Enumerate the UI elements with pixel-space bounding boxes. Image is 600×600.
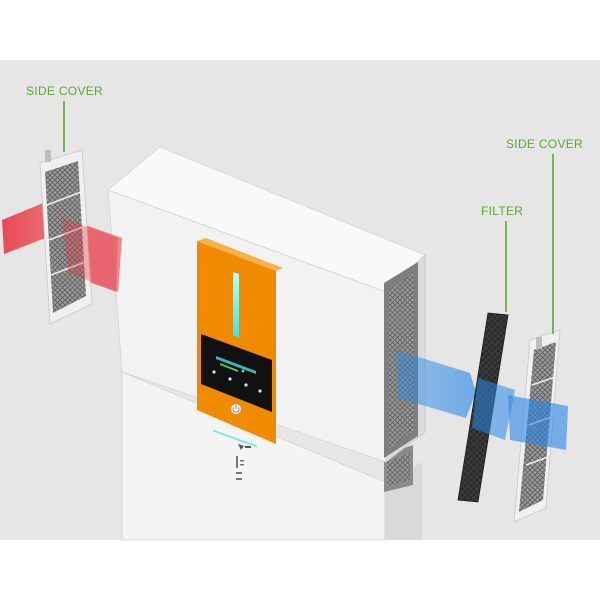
side-cover-left	[39, 149, 93, 325]
lcd-display	[201, 334, 272, 412]
cover-latch	[536, 337, 542, 349]
battery-status-indicators	[236, 456, 244, 480]
airflow-out-arrow	[508, 395, 568, 450]
lcd-button	[244, 383, 248, 387]
label-side-cover-left: SIDE COVER	[26, 84, 104, 98]
status-indicator-light	[233, 272, 239, 338]
label-filter: FILTER	[481, 204, 524, 218]
inverter-unit	[107, 146, 426, 541]
lcd-button	[212, 370, 216, 374]
airflow-out-stream	[396, 350, 476, 418]
power-button-icon	[231, 404, 241, 414]
brand-logo-icon	[238, 444, 251, 450]
label-side-cover-right: SIDE COVER	[506, 137, 584, 151]
lcd-button	[228, 377, 232, 381]
cover-latch	[45, 150, 51, 162]
lcd-button	[258, 389, 262, 393]
